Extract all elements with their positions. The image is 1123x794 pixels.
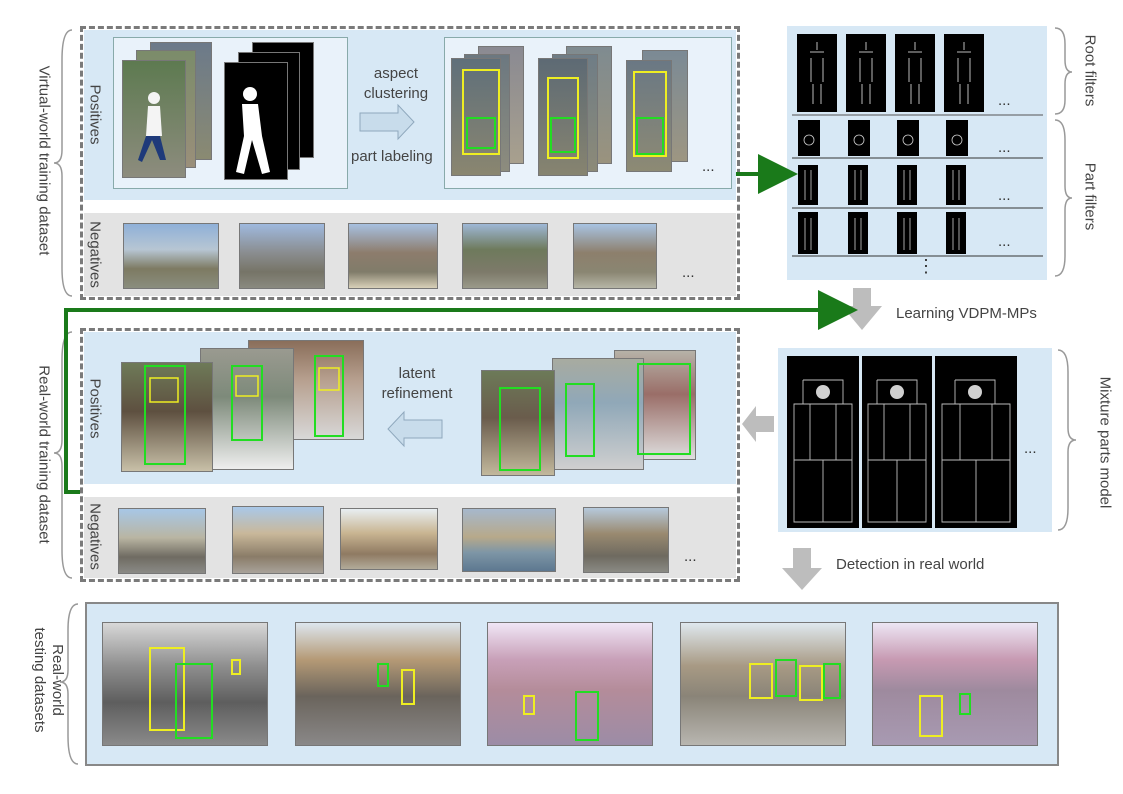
real-negatives-ellipsis: ... (684, 548, 697, 565)
detection-box (959, 693, 971, 715)
part-filters-vdots: ⋮ (917, 256, 935, 276)
learning-vdpm-caption: Learning VDPM-MPs (896, 305, 1037, 322)
part-box (636, 117, 664, 155)
virtual-training-frame (80, 26, 740, 300)
real-negative-image (462, 508, 556, 572)
refined-part-box (235, 375, 259, 397)
part-filter-tile (897, 120, 919, 156)
part-filters-bracket (1054, 119, 1073, 277)
refined-part-box (318, 367, 340, 391)
refined-box (231, 365, 263, 441)
detection-caption: Detection in real world (836, 556, 985, 573)
root-box (547, 77, 579, 159)
root-box (462, 69, 500, 155)
part-filter-tile (798, 212, 818, 254)
mixture-model-ellipsis: ... (1024, 440, 1037, 457)
refine-to-real-arrow (742, 406, 774, 442)
part-box (466, 117, 496, 149)
part-filter-tile (848, 120, 870, 156)
real-negative-image (118, 508, 206, 574)
detection-box (749, 663, 773, 699)
mixture-model-bracket (1057, 349, 1077, 531)
part-filters-ellipsis: ... (998, 139, 1011, 156)
test-image (872, 622, 1038, 746)
real-negative-image (232, 506, 324, 574)
learning-arrow (842, 288, 882, 330)
virtual-negative-image (239, 223, 325, 289)
part-filter-tile (946, 212, 966, 254)
part-filter-tile (897, 165, 917, 205)
detection-box (231, 659, 241, 675)
refined-positive-image (121, 362, 213, 472)
latent-refinement-arrow (387, 410, 443, 448)
part-filters-ellipsis: ... (998, 187, 1011, 204)
aspect-clustering-caption: aspect clustering (363, 65, 429, 102)
detection-box (175, 663, 213, 739)
test-image (680, 622, 846, 746)
clustered-samples-ellipsis: ... (702, 158, 715, 175)
aspect-clustering-arrow (359, 103, 415, 141)
part-box (550, 117, 576, 153)
real-negative-image (340, 508, 438, 570)
detection-box (523, 695, 535, 715)
refined-box (144, 365, 186, 465)
virtual-section-bracket (53, 29, 73, 297)
root-filters-group (797, 34, 984, 112)
part-filter-tile (946, 120, 968, 156)
detection-box (775, 659, 797, 697)
part-filter-tile (798, 165, 818, 205)
root-box (633, 71, 667, 157)
refined-box (314, 355, 344, 437)
virtual-negative-image (462, 223, 548, 289)
detection-box (149, 647, 185, 731)
part-filter-tile (897, 212, 917, 254)
real-section-bracket (53, 331, 73, 579)
annotated-box (637, 363, 691, 455)
virtual-negative-image (348, 223, 438, 289)
mask-figure (236, 87, 270, 174)
part-filter-tile (798, 120, 820, 156)
refined-positive-image (200, 348, 294, 470)
detection-arrow (782, 548, 822, 590)
root-filters-ellipsis: ... (998, 92, 1011, 109)
virtual-negatives-ellipsis: ... (682, 264, 695, 281)
detection-box (575, 691, 599, 741)
root-filters-bracket (1054, 27, 1073, 115)
part-filter-tile (848, 165, 868, 205)
real-training-frame (80, 328, 740, 582)
part-filters-ellipsis: ... (998, 233, 1011, 250)
detection-box (823, 663, 841, 699)
virtual-pedestrian-figure (138, 92, 166, 162)
detection-box (919, 695, 943, 737)
part-filter-tile (946, 165, 966, 205)
annotated-box (499, 387, 541, 471)
refined-part-box (149, 377, 179, 403)
test-image (487, 622, 653, 746)
virtual-negative-image (573, 223, 657, 289)
detection-box (377, 663, 389, 687)
detection-box (401, 669, 415, 705)
part-filter-tile (848, 212, 868, 254)
detection-box (799, 665, 823, 701)
mixture-model-group (787, 356, 1017, 528)
real-negative-image (583, 507, 669, 573)
testing-section-bracket (59, 603, 79, 765)
part-labeling-caption: part labeling (351, 148, 433, 165)
part-filters-group (798, 120, 968, 254)
annotated-box (565, 383, 595, 457)
latent-refinement-caption: latent refinement (381, 365, 453, 402)
virtual-negative-image (123, 223, 219, 289)
